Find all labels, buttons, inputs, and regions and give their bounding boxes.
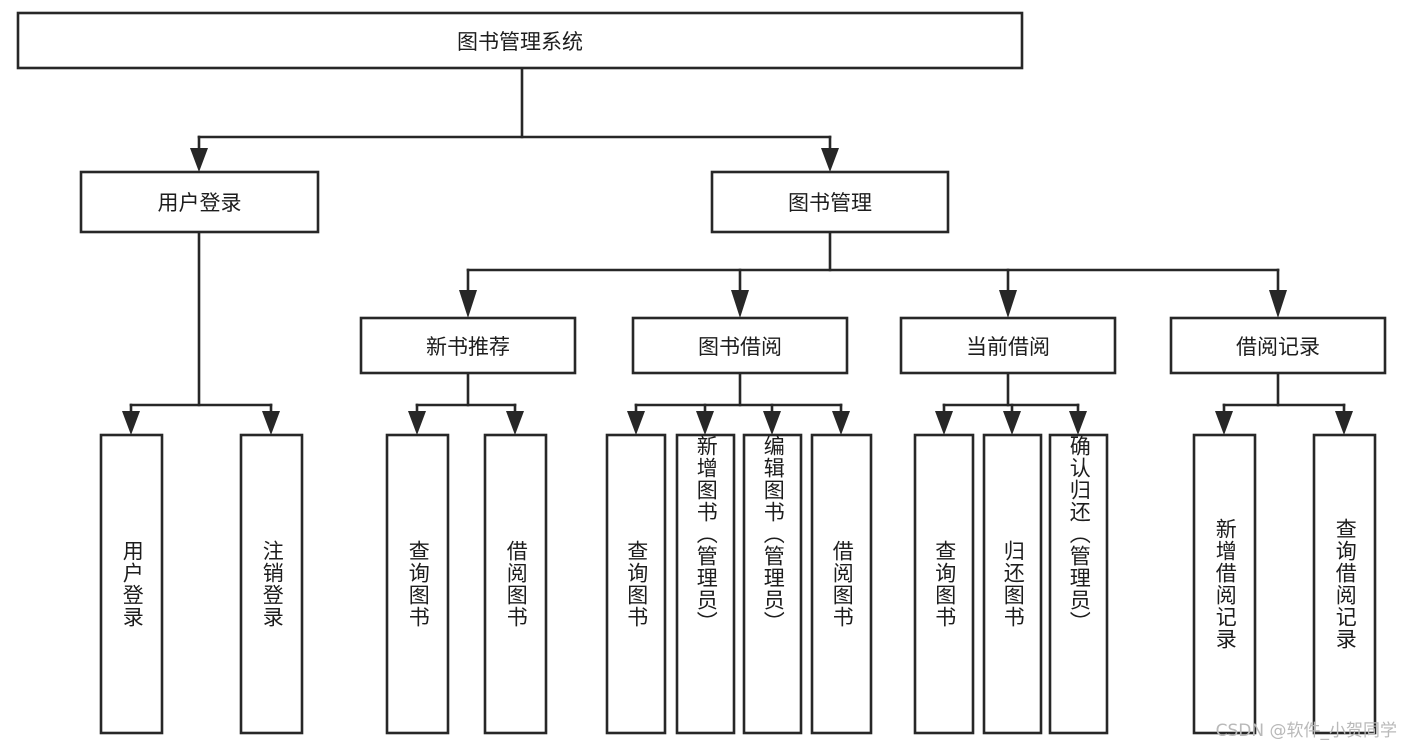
leaf-box-user-login-1[interactable]	[99, 433, 164, 735]
arrow-head-leaf-current-borrow-3	[1069, 411, 1087, 435]
node-new-book-recommendation[interactable]	[359, 316, 577, 375]
node-book-borrowing[interactable]	[631, 316, 849, 375]
leaf-box-book-borrow-3[interactable]	[742, 433, 803, 735]
arrow-head-leaf-book-borrow-1	[627, 411, 645, 435]
arrow-head-leaf-user-login-2	[262, 411, 280, 435]
arrow-head-user-login	[190, 148, 208, 172]
leaf-box-new-book-1[interactable]	[385, 433, 450, 735]
leaf-box-book-borrow-1[interactable]	[605, 433, 667, 735]
leaf-box-current-borrow-2[interactable]	[982, 433, 1043, 735]
node-book-management[interactable]	[710, 170, 950, 234]
node-borrowing-record[interactable]	[1169, 316, 1387, 375]
arrow-head-leaf-current-borrow-1	[935, 411, 953, 435]
arrow-head-new-book	[459, 290, 477, 318]
leaf-box-borrow-record-1[interactable]	[1192, 433, 1257, 735]
leaf-box-current-borrow-3[interactable]	[1048, 433, 1109, 735]
connector-layer	[122, 66, 1353, 435]
arrow-head-borrow-record	[1269, 290, 1287, 318]
arrow-head-leaf-borrow-record-2	[1335, 411, 1353, 435]
node-root[interactable]	[16, 11, 1024, 70]
arrow-head-leaf-new-book-2	[506, 411, 524, 435]
node-current-borrowing[interactable]	[899, 316, 1117, 375]
arrow-head-leaf-book-borrow-3	[763, 411, 781, 435]
arrow-head-leaf-book-borrow-2	[696, 411, 714, 435]
arrow-head-current-borrow	[999, 290, 1017, 318]
leaf-box-book-borrow-2[interactable]	[675, 433, 736, 735]
leaf-box-book-borrow-4[interactable]	[810, 433, 873, 735]
leaf-box-user-login-2[interactable]	[239, 433, 304, 735]
arrow-head-leaf-book-borrow-4	[832, 411, 850, 435]
arrow-head-leaf-current-borrow-2	[1003, 411, 1021, 435]
arrow-head-book-borrow	[731, 290, 749, 318]
leaf-box-current-borrow-1[interactable]	[913, 433, 975, 735]
arrow-head-leaf-user-login-1	[122, 411, 140, 435]
arrow-head-leaf-new-book-1	[408, 411, 426, 435]
arrow-head-book-mgmt	[821, 148, 839, 172]
arrow-head-leaf-borrow-record-1	[1215, 411, 1233, 435]
node-user-login[interactable]	[79, 170, 320, 234]
leaf-box-borrow-record-2[interactable]	[1312, 433, 1377, 735]
node-box-layer	[16, 11, 1387, 735]
leaf-box-new-book-2[interactable]	[483, 433, 548, 735]
